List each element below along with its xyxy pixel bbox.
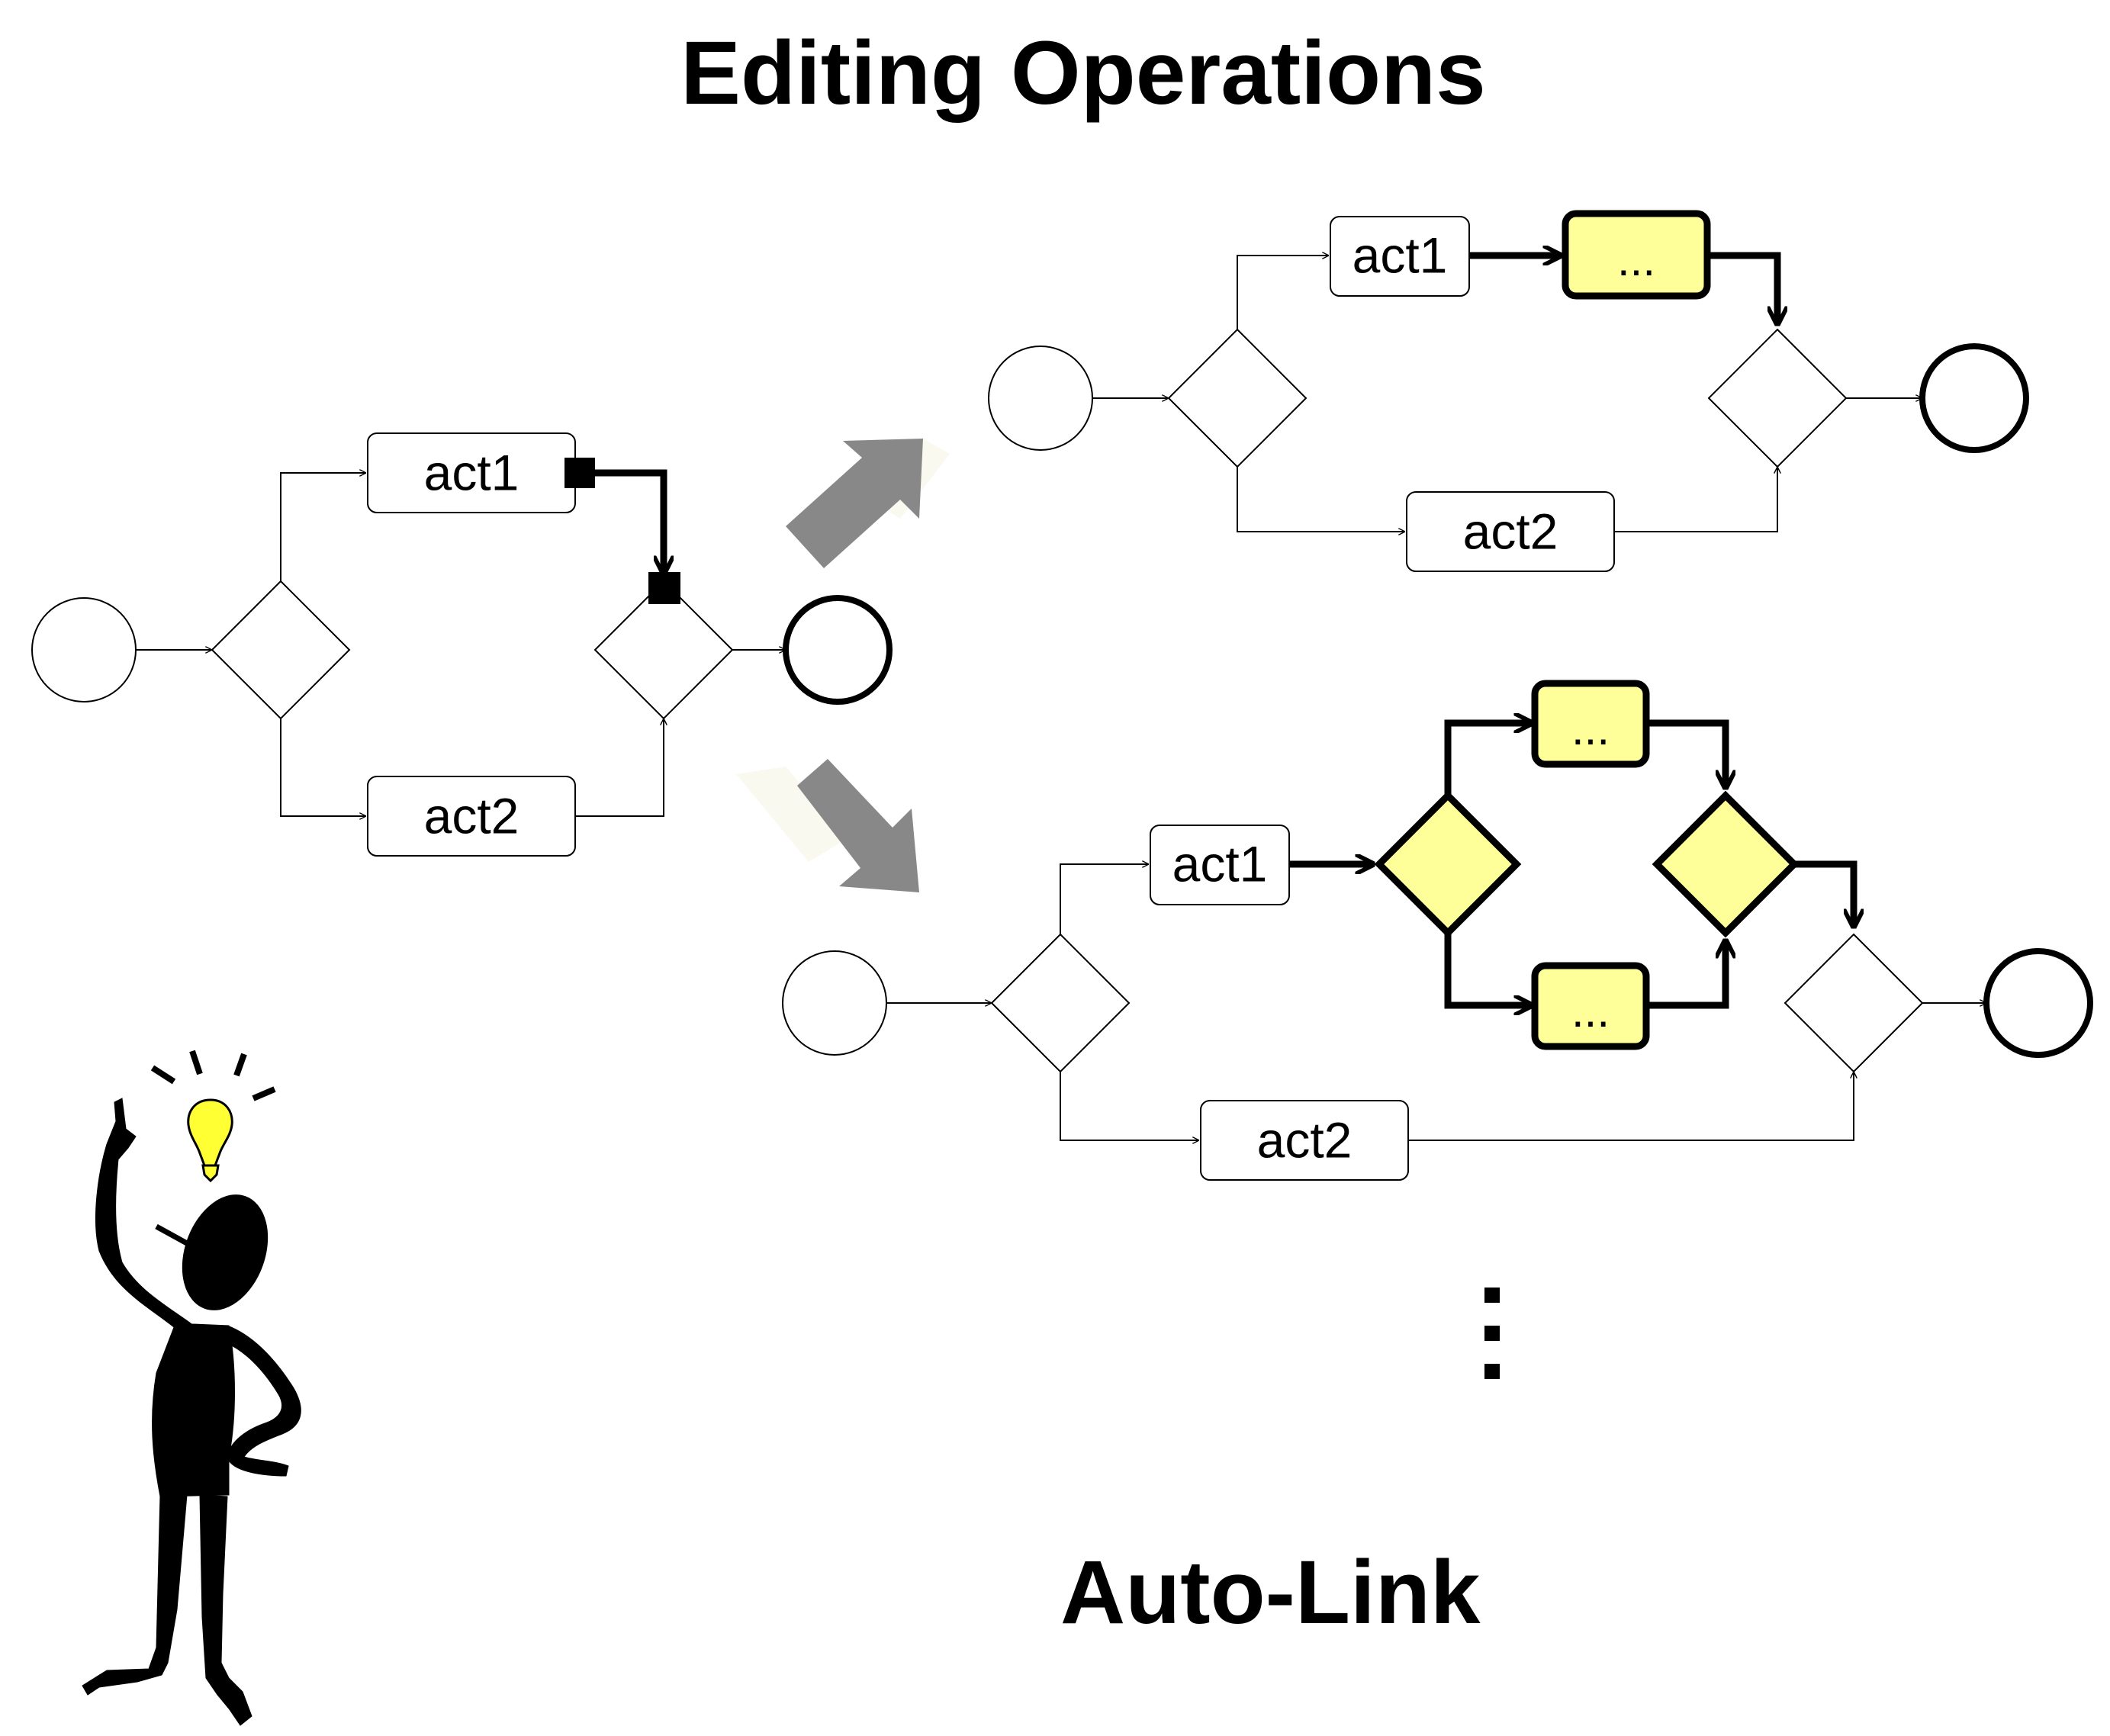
auto-link-split-to-lower bbox=[1444, 933, 1532, 1005]
flow-split-to-act1 bbox=[1060, 864, 1149, 934]
flow-act2-to-join bbox=[1408, 1072, 1854, 1141]
auto-link-lower-to-join bbox=[1646, 940, 1726, 1009]
flow-split-to-act2 bbox=[1237, 467, 1405, 532]
auto-link-split-to-upper bbox=[1444, 723, 1532, 796]
lightbulb-icon bbox=[150, 1050, 276, 1183]
split-gateway[interactable] bbox=[990, 933, 1131, 1073]
transform-arrow-up-icon bbox=[786, 439, 950, 568]
flow-split-to-act2 bbox=[1060, 1072, 1199, 1140]
inserted-task-label: ... bbox=[1617, 234, 1655, 285]
flow-act2-to-join bbox=[1614, 467, 1777, 532]
end-event[interactable] bbox=[783, 595, 893, 705]
end-event[interactable] bbox=[1919, 343, 2029, 453]
task-act2-label: act2 bbox=[1463, 503, 1558, 559]
start-event[interactable] bbox=[782, 950, 887, 1056]
task-act2-label: act2 bbox=[424, 787, 519, 844]
start-event[interactable] bbox=[31, 597, 137, 702]
more-indicator bbox=[1484, 1288, 1500, 1379]
result-bottom-diagram: act1 ... ... act2 bbox=[782, 680, 2093, 1181]
join-gateway[interactable] bbox=[1707, 328, 1848, 468]
flow-split-to-act1 bbox=[280, 473, 366, 581]
inserted-task-lower-label: ... bbox=[1571, 985, 1610, 1037]
thinking-person-icon bbox=[82, 1098, 301, 1726]
split-gateway[interactable] bbox=[211, 580, 351, 720]
result-top-diagram: act1 ... act2 bbox=[988, 210, 2029, 572]
join-gateway[interactable] bbox=[1784, 933, 1924, 1073]
split-gateway[interactable] bbox=[1167, 328, 1307, 468]
inserted-task-upper-label: ... bbox=[1571, 703, 1610, 754]
task-act1-label: act1 bbox=[424, 444, 519, 500]
inserted-split-gateway[interactable] bbox=[1374, 790, 1522, 938]
inserted-join-gateway[interactable] bbox=[1652, 790, 1800, 938]
transform-arrow-down-icon bbox=[736, 759, 919, 892]
auto-link-inserted-to-join bbox=[1707, 252, 1777, 324]
end-event[interactable] bbox=[1983, 948, 2093, 1058]
auto-link-upper-to-join bbox=[1646, 719, 1726, 788]
flow-act2-to-join bbox=[575, 719, 664, 817]
task-act1-label: act1 bbox=[1172, 835, 1268, 892]
drag-handle-target[interactable] bbox=[648, 572, 680, 604]
auto-link-join-to-gateway bbox=[1794, 860, 1854, 927]
page-title: Editing Operations bbox=[680, 23, 1486, 124]
task-act2-label: act2 bbox=[1257, 1111, 1353, 1168]
flow-split-to-act2 bbox=[280, 719, 366, 816]
join-gateway[interactable] bbox=[593, 580, 734, 720]
flow-split-to-act1 bbox=[1237, 256, 1329, 330]
start-event[interactable] bbox=[988, 346, 1093, 451]
drag-link[interactable] bbox=[587, 469, 664, 574]
before-diagram: act1 act2 bbox=[31, 432, 893, 857]
drag-handle-source[interactable] bbox=[564, 458, 595, 488]
task-act1-label: act1 bbox=[1353, 227, 1448, 283]
section-caption: Auto-Link bbox=[1060, 1542, 1481, 1643]
